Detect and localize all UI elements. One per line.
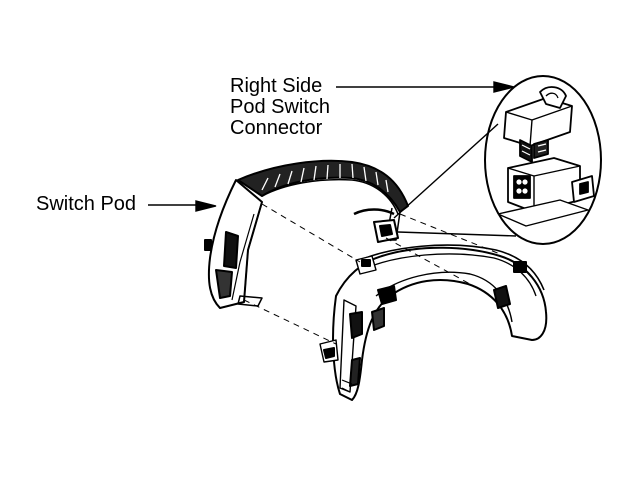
connector-label-line-2: Pod Switch (230, 96, 331, 118)
switch-pod-drawing (204, 159, 409, 309)
switch-pod-label: Switch Pod (36, 193, 137, 215)
leader-lines (148, 81, 517, 237)
switch-pod-arrowhead (195, 200, 217, 212)
inset-callout-upper (393, 123, 499, 219)
connector-label-line-1: Right Side (230, 75, 323, 97)
inset-callout-lower (397, 231, 517, 237)
connector-detail-inset (484, 75, 602, 245)
connector-arrowhead (493, 81, 515, 93)
lower-shroud-drawing (319, 244, 548, 401)
alignment-lines (243, 203, 501, 345)
right-side-pod-switch-connector-label: Right Side Pod Switch Connector (230, 76, 330, 139)
connector-label-line-3: Connector (230, 117, 323, 139)
